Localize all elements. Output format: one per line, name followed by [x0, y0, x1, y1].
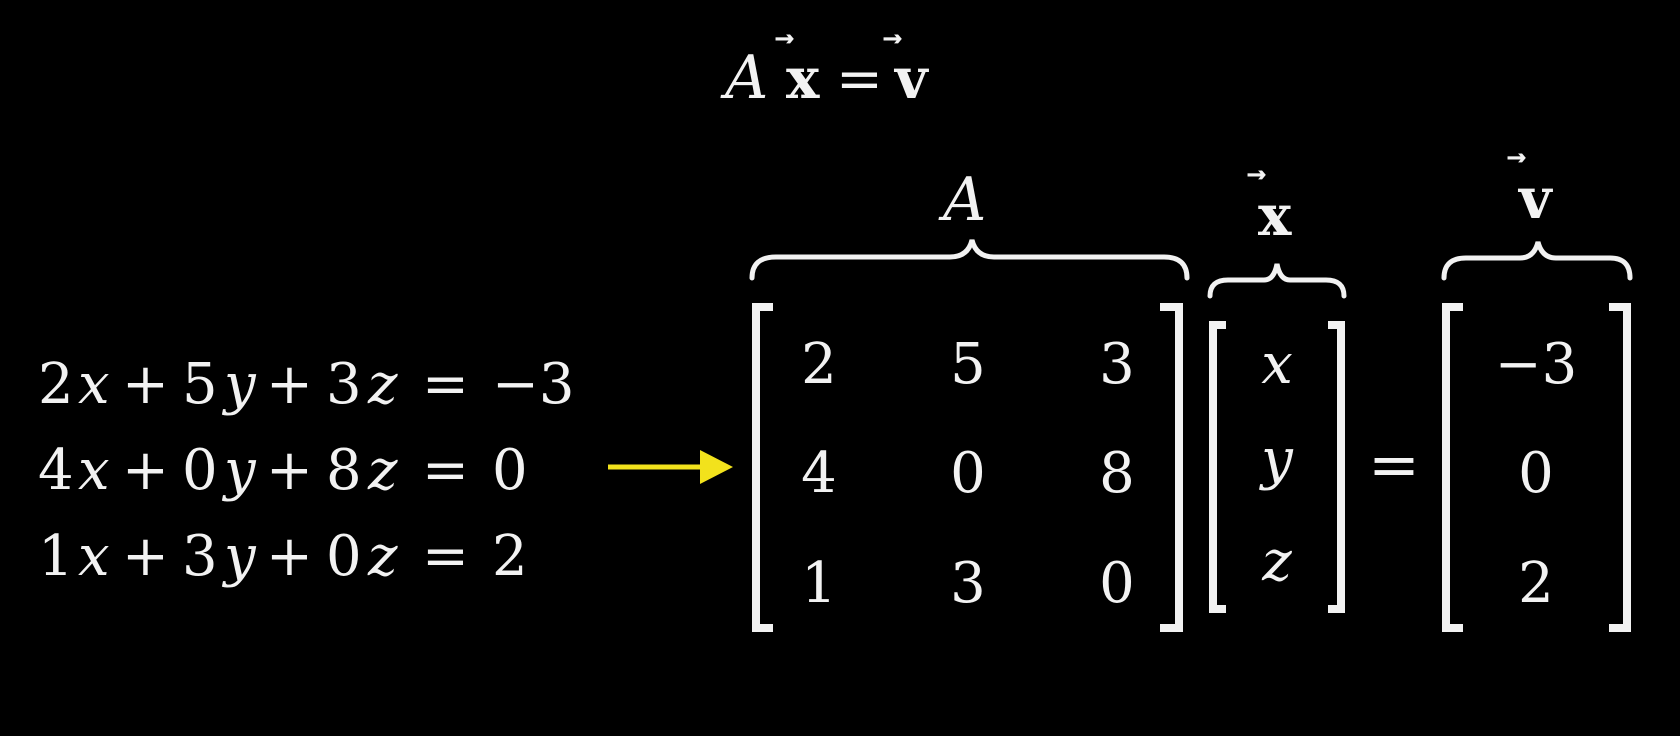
top-eq-equals: =: [836, 47, 883, 112]
row3-plus-2: +: [266, 524, 313, 589]
row2-plus-2: +: [266, 438, 313, 503]
row1-plus-2: +: [266, 352, 313, 417]
matrix-A-cell-2-3: 8: [1099, 441, 1135, 506]
row1-coef-z: 3: [326, 352, 362, 417]
vector-v-entry-2: 0: [1518, 441, 1554, 506]
label-matrix-A: A: [938, 165, 986, 235]
row1-var-z: z: [367, 352, 398, 417]
top-eq-vector-x: x: [786, 46, 820, 112]
matrix-A-cell-3-2: 3: [950, 551, 986, 616]
row1-var-y: y: [221, 352, 257, 417]
matrix-A-cell-2-1: 4: [801, 441, 837, 506]
vector-x-entry-3: z: [1261, 529, 1292, 594]
brace-vector-v: [1441, 241, 1633, 281]
row1-plus-1: +: [122, 352, 169, 417]
row2-equals: =: [422, 438, 469, 503]
matrix-equals: =: [1368, 428, 1420, 501]
matrix-A-left-bracket: [752, 303, 773, 632]
top-eq-vector-v-arrow-icon: ⃗: [883, 34, 902, 44]
brace-matrix-A: [749, 239, 1190, 281]
row3-var-y: y: [221, 524, 257, 589]
row3-coef-y: 3: [182, 524, 218, 589]
row2-coef-x: 4: [38, 438, 74, 503]
row1-coef-y: 5: [182, 352, 218, 417]
row3-coef-x: 1: [38, 524, 74, 589]
label-vector-v: v: [1517, 166, 1553, 232]
vector-v-entries: −3 0 2: [1495, 332, 1578, 616]
row3-plus-1: +: [122, 524, 169, 589]
matrix-A-cell-2-2: 0: [950, 441, 986, 506]
row1-var-x: x: [78, 352, 110, 417]
vector-x-entry-1: x: [1261, 332, 1293, 397]
equation-row-3: 1 x + 3 y + 0 z = 2: [38, 524, 528, 589]
right-arrow-icon: [608, 450, 733, 484]
top-eq-A: A: [720, 43, 768, 113]
matrix-A-cell-1-3: 3: [1099, 332, 1135, 397]
vector-x-left-bracket: [1209, 321, 1226, 613]
matrix-A-cell-3-1: 1: [801, 551, 837, 616]
matrix-A-right-bracket: [1160, 303, 1183, 632]
vector-v-right-bracket: [1609, 303, 1631, 632]
vector-x-entries: x y z: [1258, 332, 1294, 594]
brace-vector-x: [1207, 263, 1347, 299]
equation-row-1: 2 x + 5 y + 3 z = −3: [38, 352, 575, 417]
matrix-A-cell-1-2: 5: [950, 332, 986, 397]
row1-coef-x: 2: [38, 352, 74, 417]
row2-var-x: x: [78, 438, 110, 503]
top-eq-vector-x-arrow-icon: ⃗: [775, 34, 794, 44]
equation-system: 2 x + 5 y + 3 z = −3 4 x + 0 y + 8 z = 0…: [38, 352, 575, 589]
label-vector-x: x: [1258, 183, 1292, 249]
row2-coef-y: 0: [182, 438, 218, 503]
row3-coef-z: 0: [326, 524, 362, 589]
vector-v-entry-1: −3: [1495, 332, 1578, 397]
equation-row-2: 4 x + 0 y + 8 z = 0: [38, 438, 528, 503]
row3-equals: =: [422, 524, 469, 589]
row3-rhs: 2: [492, 524, 528, 589]
vector-x-right-bracket: [1328, 321, 1345, 613]
matrix-A-cell-1-1: 2: [801, 332, 837, 397]
row2-var-z: z: [367, 438, 398, 503]
row2-coef-z: 8: [326, 438, 362, 503]
row1-equals: =: [422, 352, 469, 417]
label-vector-x-arrow-icon: ⃗: [1247, 170, 1266, 180]
top-equation: A x ⃗ = v ⃗: [720, 34, 929, 113]
matrix-A-cell-3-3: 0: [1099, 551, 1135, 616]
vector-v-entry-3: 2: [1518, 551, 1554, 616]
top-eq-vector-v: v: [893, 46, 929, 112]
matrix-A-entries: 2 5 3 4 0 8 1 3 0: [801, 332, 1135, 616]
row3-var-x: x: [78, 524, 110, 589]
vector-v-left-bracket: [1442, 303, 1463, 632]
label-vector-v-arrow-icon: ⃗: [1507, 153, 1526, 163]
row2-plus-1: +: [122, 438, 169, 503]
vector-x-entry-2: y: [1258, 427, 1294, 492]
row2-rhs: 0: [492, 438, 528, 503]
row3-var-z: z: [367, 524, 398, 589]
row1-rhs: −3: [492, 352, 575, 417]
row2-var-y: y: [221, 438, 257, 503]
